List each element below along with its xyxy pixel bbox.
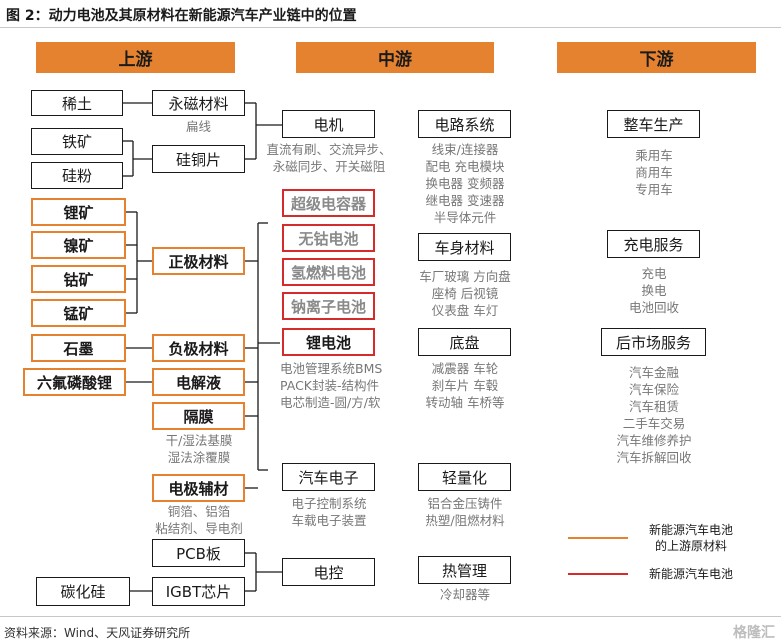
note-thermal-1: 冷却器等 — [439, 587, 490, 602]
note-vehicle-3: 专用车 — [635, 182, 673, 197]
node-body-material: 车身材料 — [418, 233, 511, 261]
legend-red-label: 新能源汽车电池 — [648, 567, 733, 581]
node-permanent-magnet: 永磁材料 — [152, 90, 245, 116]
node-vehicle-production: 整车生产 — [607, 110, 700, 138]
node-iron-ore: 铁矿 — [31, 128, 123, 155]
note-circuit-1: 线束/连接器 — [431, 142, 499, 157]
note-lithium-1: 电池管理系统BMS — [280, 361, 383, 376]
node-pcb: PCB板 — [152, 539, 245, 567]
note-auto-electronics-1: 电子控制系统 — [291, 496, 367, 511]
node-sodium-ion-battery: 钠离子电池 — [282, 292, 375, 320]
node-anode-material: 负极材料 — [152, 334, 245, 362]
node-electronic-control: 电控 — [282, 558, 375, 586]
node-nickel-ore: 镍矿 — [31, 231, 126, 259]
note-auxiliary-2: 粘结剂、导电剂 — [155, 521, 243, 536]
note-charging-2: 换电 — [641, 283, 667, 298]
node-manganese-ore: 锰矿 — [31, 299, 126, 327]
note-lithium-3: 电芯制造-圆/方/软 — [280, 395, 381, 410]
legend-orange-text-1: 新能源汽车电池 — [648, 523, 733, 537]
node-chassis: 底盘 — [418, 328, 511, 356]
note-auto-electronics-2: 车载电子装置 — [291, 513, 367, 528]
figure-title: 图 2：动力电池及其原材料在新能源汽车产业链中的位置 — [6, 8, 357, 24]
node-hydrogen-fuel-cell: 氢燃料电池 — [282, 258, 375, 286]
note-chassis-3: 转动轴 车桥等 — [425, 395, 505, 410]
node-silicon-steel: 硅铜片 — [152, 145, 245, 173]
node-rare-earth: 稀土 — [31, 90, 123, 116]
node-separator: 隔膜 — [152, 402, 245, 430]
note-circuit-5: 半导体元件 — [433, 210, 497, 225]
node-aftermarket-service: 后市场服务 — [601, 328, 706, 356]
note-separator-1: 干/湿法基膜 — [165, 433, 233, 448]
note-lithium-2: PACK封装-结构件 — [280, 378, 380, 393]
watermark-logo: 格隆汇 — [733, 625, 775, 641]
note-vehicle-2: 商用车 — [635, 165, 673, 180]
note-aftermarket-2: 汽车保险 — [628, 382, 679, 397]
note-body-2: 座椅 后视镜 — [431, 286, 499, 301]
node-thermal-management: 热管理 — [418, 556, 511, 584]
note-aftermarket-3: 汽车租赁 — [628, 399, 679, 414]
node-silicon-powder: 硅粉 — [31, 162, 123, 189]
note-lightweight-1: 铝合金压铸件 — [427, 496, 503, 511]
note-aftermarket-6: 汽车拆解回收 — [616, 450, 692, 465]
note-circuit-3: 换电器 变频器 — [425, 176, 505, 191]
note-separator-2: 湿法涂覆膜 — [167, 450, 231, 465]
header-downstream: 下游 — [557, 42, 756, 73]
note-motor-2: 永磁同步、开关磁阻 — [272, 159, 386, 174]
bottom-divider — [0, 616, 781, 617]
node-electrolyte: 电解液 — [152, 368, 245, 396]
note-chassis-2: 刹车片 车毂 — [431, 378, 499, 393]
note-body-1: 车厂玻璃 方向盘 — [419, 269, 511, 284]
legend-orange-label: 新能源汽车电池 的上游原材料 — [632, 522, 750, 554]
top-divider — [0, 27, 781, 28]
source-note: 资料来源：Wind、天风证券研究所 — [4, 626, 191, 640]
header-midstream: 中游 — [296, 42, 494, 73]
note-aftermarket-5: 汽车维修养护 — [616, 433, 692, 448]
node-cathode-material: 正极材料 — [152, 247, 245, 275]
note-charging-1: 充电 — [641, 266, 667, 281]
note-circuit-2: 配电 充电模块 — [425, 159, 505, 174]
note-lightweight-2: 热塑/阻燃材料 — [425, 513, 505, 528]
note-auxiliary-1: 铜箔、铝箔 — [167, 504, 231, 519]
note-aftermarket-4: 二手车交易 — [622, 416, 686, 431]
node-motor: 电机 — [282, 110, 375, 138]
note-motor-1: 直流有刷、交流异步、 — [266, 142, 392, 157]
node-cobalt-free-battery: 无钴电池 — [282, 224, 375, 252]
note-vehicle-1: 乘用车 — [635, 148, 673, 163]
node-lithium-battery: 锂电池 — [282, 328, 375, 356]
note-charging-3: 电池回收 — [628, 300, 679, 315]
header-upstream: 上游 — [36, 42, 235, 73]
legend-orange-text-2: 的上游原材料 — [654, 539, 727, 553]
node-charging-service: 充电服务 — [607, 230, 700, 258]
note-circuit-4: 继电器 变速器 — [425, 193, 505, 208]
node-circuit-system: 电路系统 — [418, 110, 511, 138]
node-electrode-auxiliary: 电极辅材 — [152, 474, 245, 502]
note-chassis-1: 减震器 车轮 — [431, 361, 499, 376]
node-cobalt-ore: 钴矿 — [31, 265, 126, 293]
note-body-3: 仪表盘 车灯 — [431, 303, 499, 318]
node-lithium-ore: 锂矿 — [31, 198, 126, 226]
node-auto-electronics: 汽车电子 — [282, 463, 375, 491]
note-aftermarket-1: 汽车金融 — [628, 365, 679, 380]
node-silicon-carbide: 碳化硅 — [36, 577, 130, 606]
node-supercapacitor: 超级电容器 — [282, 189, 375, 217]
node-graphite: 石墨 — [31, 334, 126, 362]
note-flat-wire: 扁线 — [185, 119, 211, 134]
node-lightweight: 轻量化 — [418, 463, 511, 491]
node-igbt-chip: IGBT芯片 — [152, 577, 245, 606]
node-lipf6: 六氟磷酸锂 — [23, 368, 126, 396]
